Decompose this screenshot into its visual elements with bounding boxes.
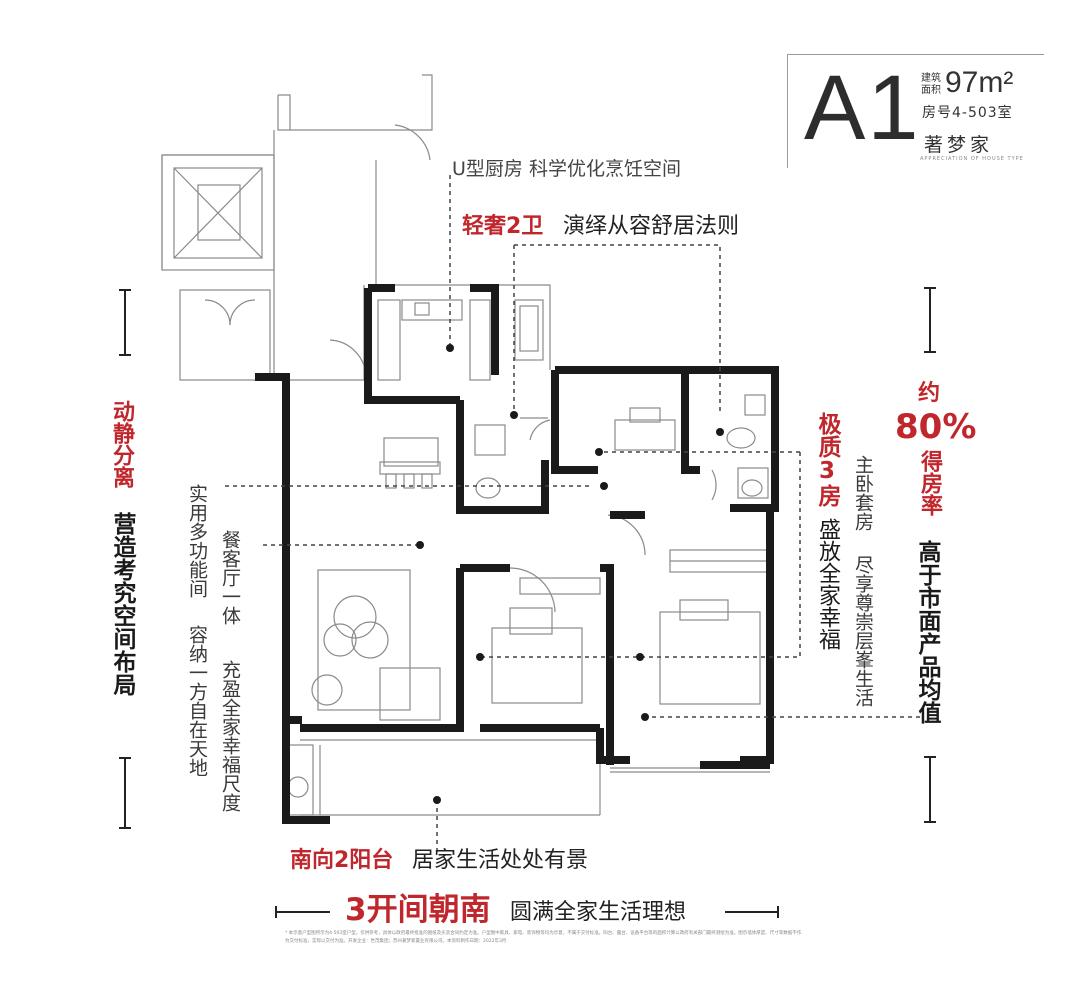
living-caption-a: 餐客厅一体 <box>219 530 241 625</box>
leader-dots <box>416 344 724 804</box>
multi-room-caption-b: 容纳一方自在天地 <box>186 625 208 777</box>
living-caption-b: 充盈全家幸福尺度 <box>219 660 241 812</box>
south-caption: 圆满全家生活理想 <box>510 900 687 925</box>
balcony-caption: 居家生活处处有景 <box>412 848 589 873</box>
rate-prefix: 约 <box>918 381 941 406</box>
kitchen-caption: U型厨房 科学优化烹饪空间 <box>452 158 681 180</box>
rate-label: 得房率 <box>917 450 942 516</box>
header-card-frame <box>787 54 1044 168</box>
left-caption: 营造考究空间布局 <box>109 512 135 696</box>
footnote: * 本示意户型图所示为4-503室户型，仅供参考，具体以政府最终批准的图纸及买卖… <box>285 931 802 944</box>
rate-caption: 高于市面产品均值 <box>914 540 940 724</box>
brand-english: APPRECIATION OF HOUSE TYPE <box>920 156 1024 162</box>
bath-highlight: 轻奢2卫 <box>462 214 544 239</box>
rate-value: 80% <box>895 407 977 447</box>
left-highlight: 动静分离 <box>109 400 134 488</box>
room-number: 房号4-503室 <box>922 105 1013 121</box>
leader-lines <box>225 175 920 852</box>
area-value: 97m² <box>945 66 1014 99</box>
area-label: 建筑面积 <box>921 73 941 96</box>
bath-caption: 演绎从容舒居法则 <box>563 214 740 239</box>
plan-thin-lines <box>161 74 771 816</box>
master-caption-b: 尽享尊崇层峯生活 <box>852 555 874 707</box>
master-caption-a: 主卧套房 <box>852 455 874 531</box>
multi-room-caption-a: 实用多功能间 <box>186 484 208 598</box>
rooms-caption: 盛放全家幸福 <box>815 518 840 650</box>
side-brackets <box>119 287 936 918</box>
balcony-highlight: 南向2阳台 <box>290 848 394 873</box>
rooms-highlight: 极质3房 <box>814 412 840 507</box>
unit-code: A1 <box>804 57 921 159</box>
south-highlight: 3开间朝南 <box>345 892 491 928</box>
brand-name: 著梦家 <box>924 134 994 156</box>
plan-thick-walls <box>255 284 779 824</box>
header-card: A1 建筑面积 97m² 房号4-503室 著梦家 APPRECIATION O… <box>804 57 1044 164</box>
